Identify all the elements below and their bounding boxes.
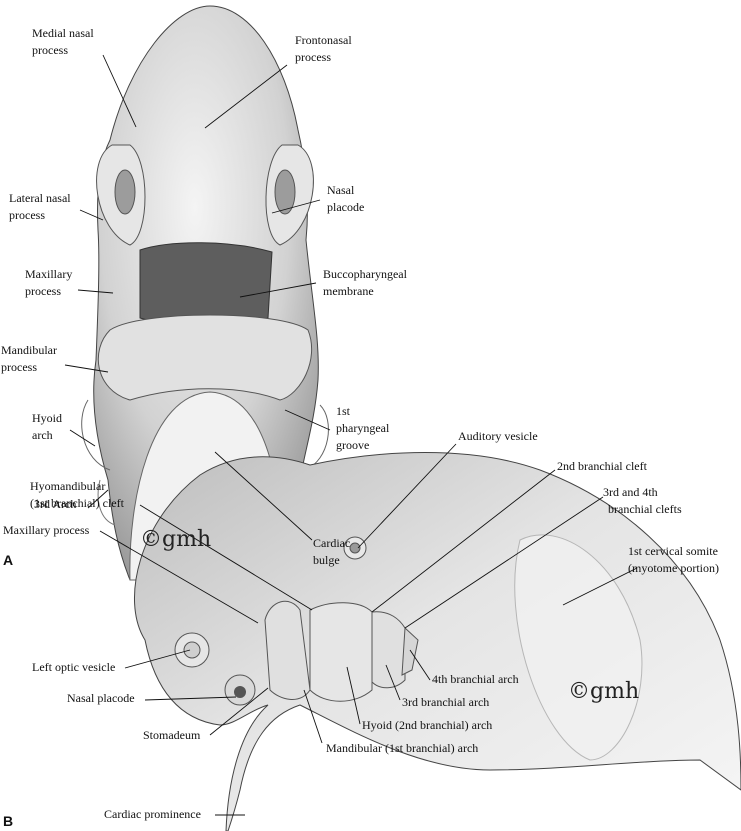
label-cardiac-prominence: Cardiac prominence: [104, 807, 201, 821]
panel-letter-a: A: [3, 552, 14, 568]
label-mandibular-arch: Mandibular (1st branchial) arch: [326, 741, 479, 755]
frontal-view-embryo: [81, 5, 329, 581]
label-fourth-branchial-arch: 4th branchial arch: [432, 672, 519, 686]
label-third-arch: 3rd Arch: [34, 497, 77, 511]
leader-lines: [64, 54, 638, 816]
label-auditory-vesicle: Auditory vesicle: [458, 429, 538, 443]
label-stomadeum: Stomadeum: [143, 728, 201, 742]
label-hyomandibular-cleft: Hyomandibular(1st branchial) cleft: [30, 479, 124, 510]
panel-letter-b: B: [3, 813, 14, 829]
label-hyoid-arch-b: Hyoid (2nd branchial) arch: [362, 718, 493, 732]
label-nasal-placode-b: Nasal placode: [67, 691, 135, 705]
lateral-view-embryo: [134, 452, 741, 831]
label-maxillary-process-b: Maxillary process: [3, 523, 90, 537]
signature-b: ©gmh: [568, 679, 640, 704]
label-first-cervical-somite: 1st cervical somite(myotome portion): [628, 544, 719, 575]
signature-a: ©gmh: [140, 527, 212, 552]
label-third-branchial-arch: 3rd branchial arch: [402, 695, 490, 709]
label-second-branchial-cleft: 2nd branchial cleft: [557, 459, 647, 473]
label-left-optic-vesicle: Left optic vesicle: [32, 660, 116, 674]
